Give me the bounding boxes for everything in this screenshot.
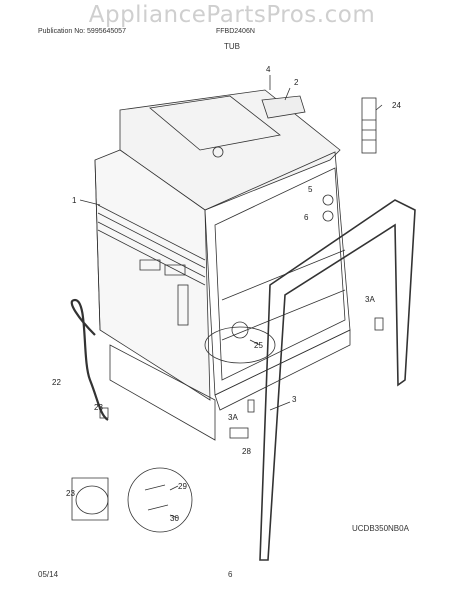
publication-number: Publication No: 5995645057: [38, 28, 126, 35]
part-28: [229, 427, 249, 439]
base-frame: [109, 344, 216, 441]
callout-22: 22: [52, 378, 61, 387]
part-23: [99, 407, 109, 419]
clip-2: [164, 264, 186, 276]
detail-29-30-parts: [144, 484, 169, 511]
callout-3: 3: [292, 395, 297, 404]
side-bracket: [177, 284, 189, 326]
watermark: AppliancePartsPros.com: [88, 2, 376, 28]
sump-cap: [231, 321, 249, 339]
detail-23-box: [71, 477, 109, 521]
callout-6: 6: [304, 213, 309, 222]
callout-24: 24: [392, 101, 401, 110]
callout-28: 28: [242, 447, 251, 456]
clip-3A-right: [374, 317, 384, 331]
leader-1: [79, 199, 101, 206]
footer-date: 05/14: [38, 570, 59, 579]
callout-25: 25: [254, 341, 263, 350]
detail-23-clamp: [75, 485, 109, 515]
callout-labels: 1 2 3 3A 3A 4 5 6 22 23 23 24 25 28 29 3…: [52, 65, 401, 523]
leader-29: [169, 485, 179, 491]
door-gasket: [259, 199, 416, 561]
callout-3A-right: 3A: [365, 295, 375, 304]
leader-24: [375, 104, 383, 111]
top-bracket: [261, 95, 306, 119]
tub-left-edge: [94, 159, 101, 331]
footer-page: 6: [228, 570, 233, 579]
callout-5: 5: [308, 185, 313, 194]
clip-3A-bottom: [247, 399, 255, 413]
diagram-code: UCDB350NB0A: [352, 524, 409, 533]
tub-top-inner: [149, 95, 281, 151]
callout-29: 29: [178, 482, 187, 491]
clip-1: [139, 259, 161, 271]
detail-29-30-circle: [127, 467, 193, 533]
side-strip-2: [97, 212, 206, 269]
grommet-5: [322, 194, 334, 206]
grommet-6: [322, 210, 334, 222]
side-strip-4: [97, 229, 206, 286]
callout-23: 23: [94, 403, 103, 412]
callout-30: 30: [170, 514, 179, 523]
leader-25: [249, 339, 261, 346]
callout-4: 4: [266, 65, 271, 74]
callout-23-detail: 23: [66, 489, 75, 498]
section-title: TUB: [224, 42, 240, 51]
side-strip-3: [97, 221, 206, 278]
callout-2: 2: [294, 78, 299, 87]
callout-1: 1: [72, 196, 77, 205]
vent-tube: [361, 97, 377, 154]
leader-3: [269, 401, 291, 411]
callout-3A-bottom: 3A: [228, 413, 238, 422]
sump: [204, 326, 276, 364]
vent-tube-ribs: [362, 119, 376, 141]
leader-2: [284, 87, 291, 101]
hose-22: [70, 298, 109, 421]
bottom-rail: [214, 329, 351, 411]
model-number: FFBD2406N: [216, 28, 255, 35]
leader-30: [169, 514, 179, 519]
tub-top-vent: [212, 146, 224, 158]
side-strip-1: [97, 204, 206, 261]
tub-front-opening: [214, 167, 346, 381]
